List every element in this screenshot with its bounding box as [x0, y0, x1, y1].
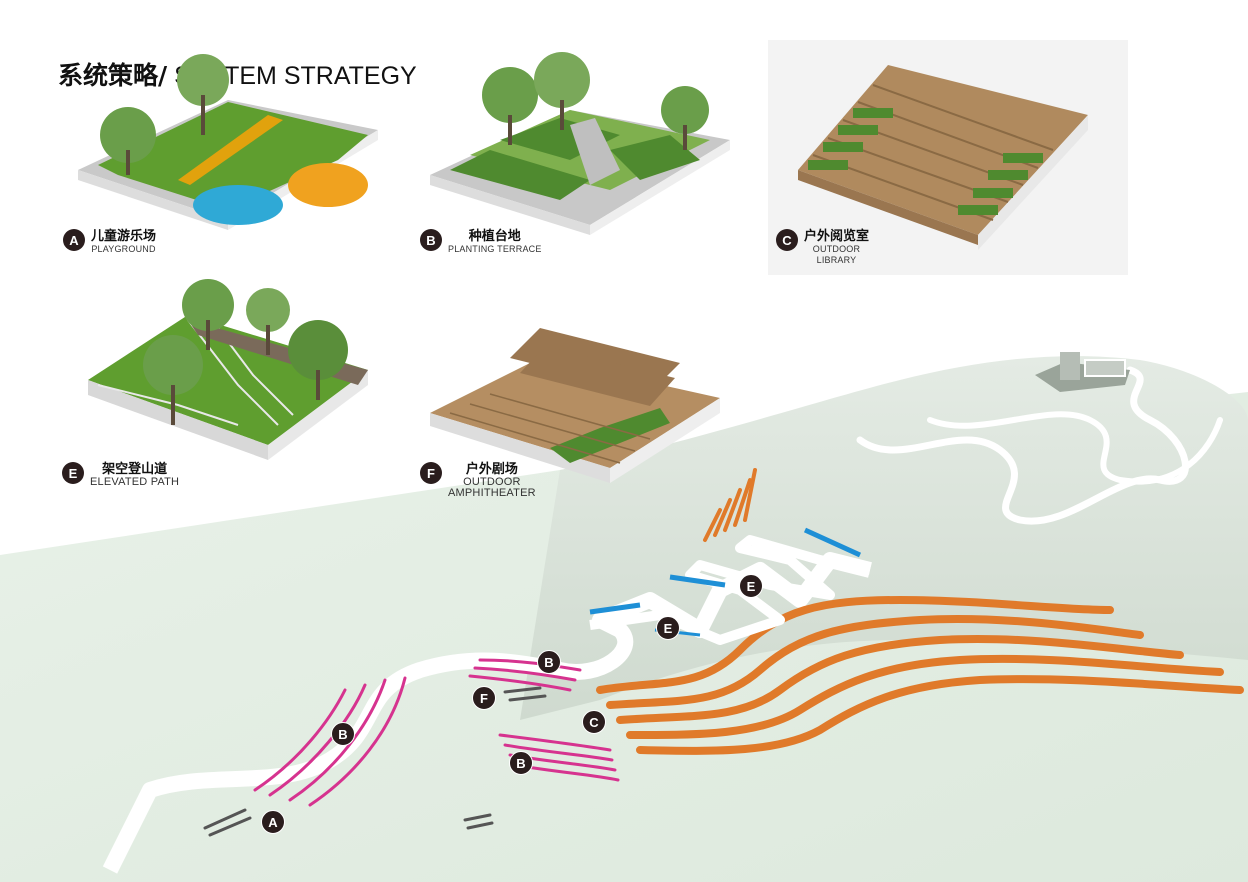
- orange-bands: [596, 595, 1244, 755]
- map-marker-b-right: B: [537, 650, 561, 674]
- badge-c: C: [776, 229, 798, 251]
- badge-a: A: [63, 229, 85, 251]
- badge-f: F: [420, 462, 442, 484]
- card-outdoor-library: [768, 40, 1128, 275]
- orange-steps-upper: [703, 468, 757, 542]
- card-elevated-path: [88, 279, 368, 460]
- map-marker-b-bottom: B: [509, 751, 533, 775]
- badge-b: B: [420, 229, 442, 251]
- elevated-path-zigzag: [589, 527, 871, 645]
- site-details: [203, 686, 547, 837]
- map-marker-f: F: [472, 686, 496, 710]
- map-marker-e-upper: E: [739, 574, 763, 598]
- map-marker-c: C: [582, 710, 606, 734]
- card-planting-terrace: [430, 52, 730, 235]
- hill-winding-path-2: [927, 411, 1223, 485]
- card-playground: [78, 54, 378, 230]
- hill-winding-path: [856, 366, 1189, 525]
- card-outdoor-amphitheater: [430, 328, 720, 483]
- map-marker-e-lower: E: [656, 616, 680, 640]
- map-marker-a: A: [261, 810, 285, 834]
- hilltop-building: [1035, 352, 1130, 392]
- badge-e: E: [62, 462, 84, 484]
- map-marker-b-left: B: [331, 722, 355, 746]
